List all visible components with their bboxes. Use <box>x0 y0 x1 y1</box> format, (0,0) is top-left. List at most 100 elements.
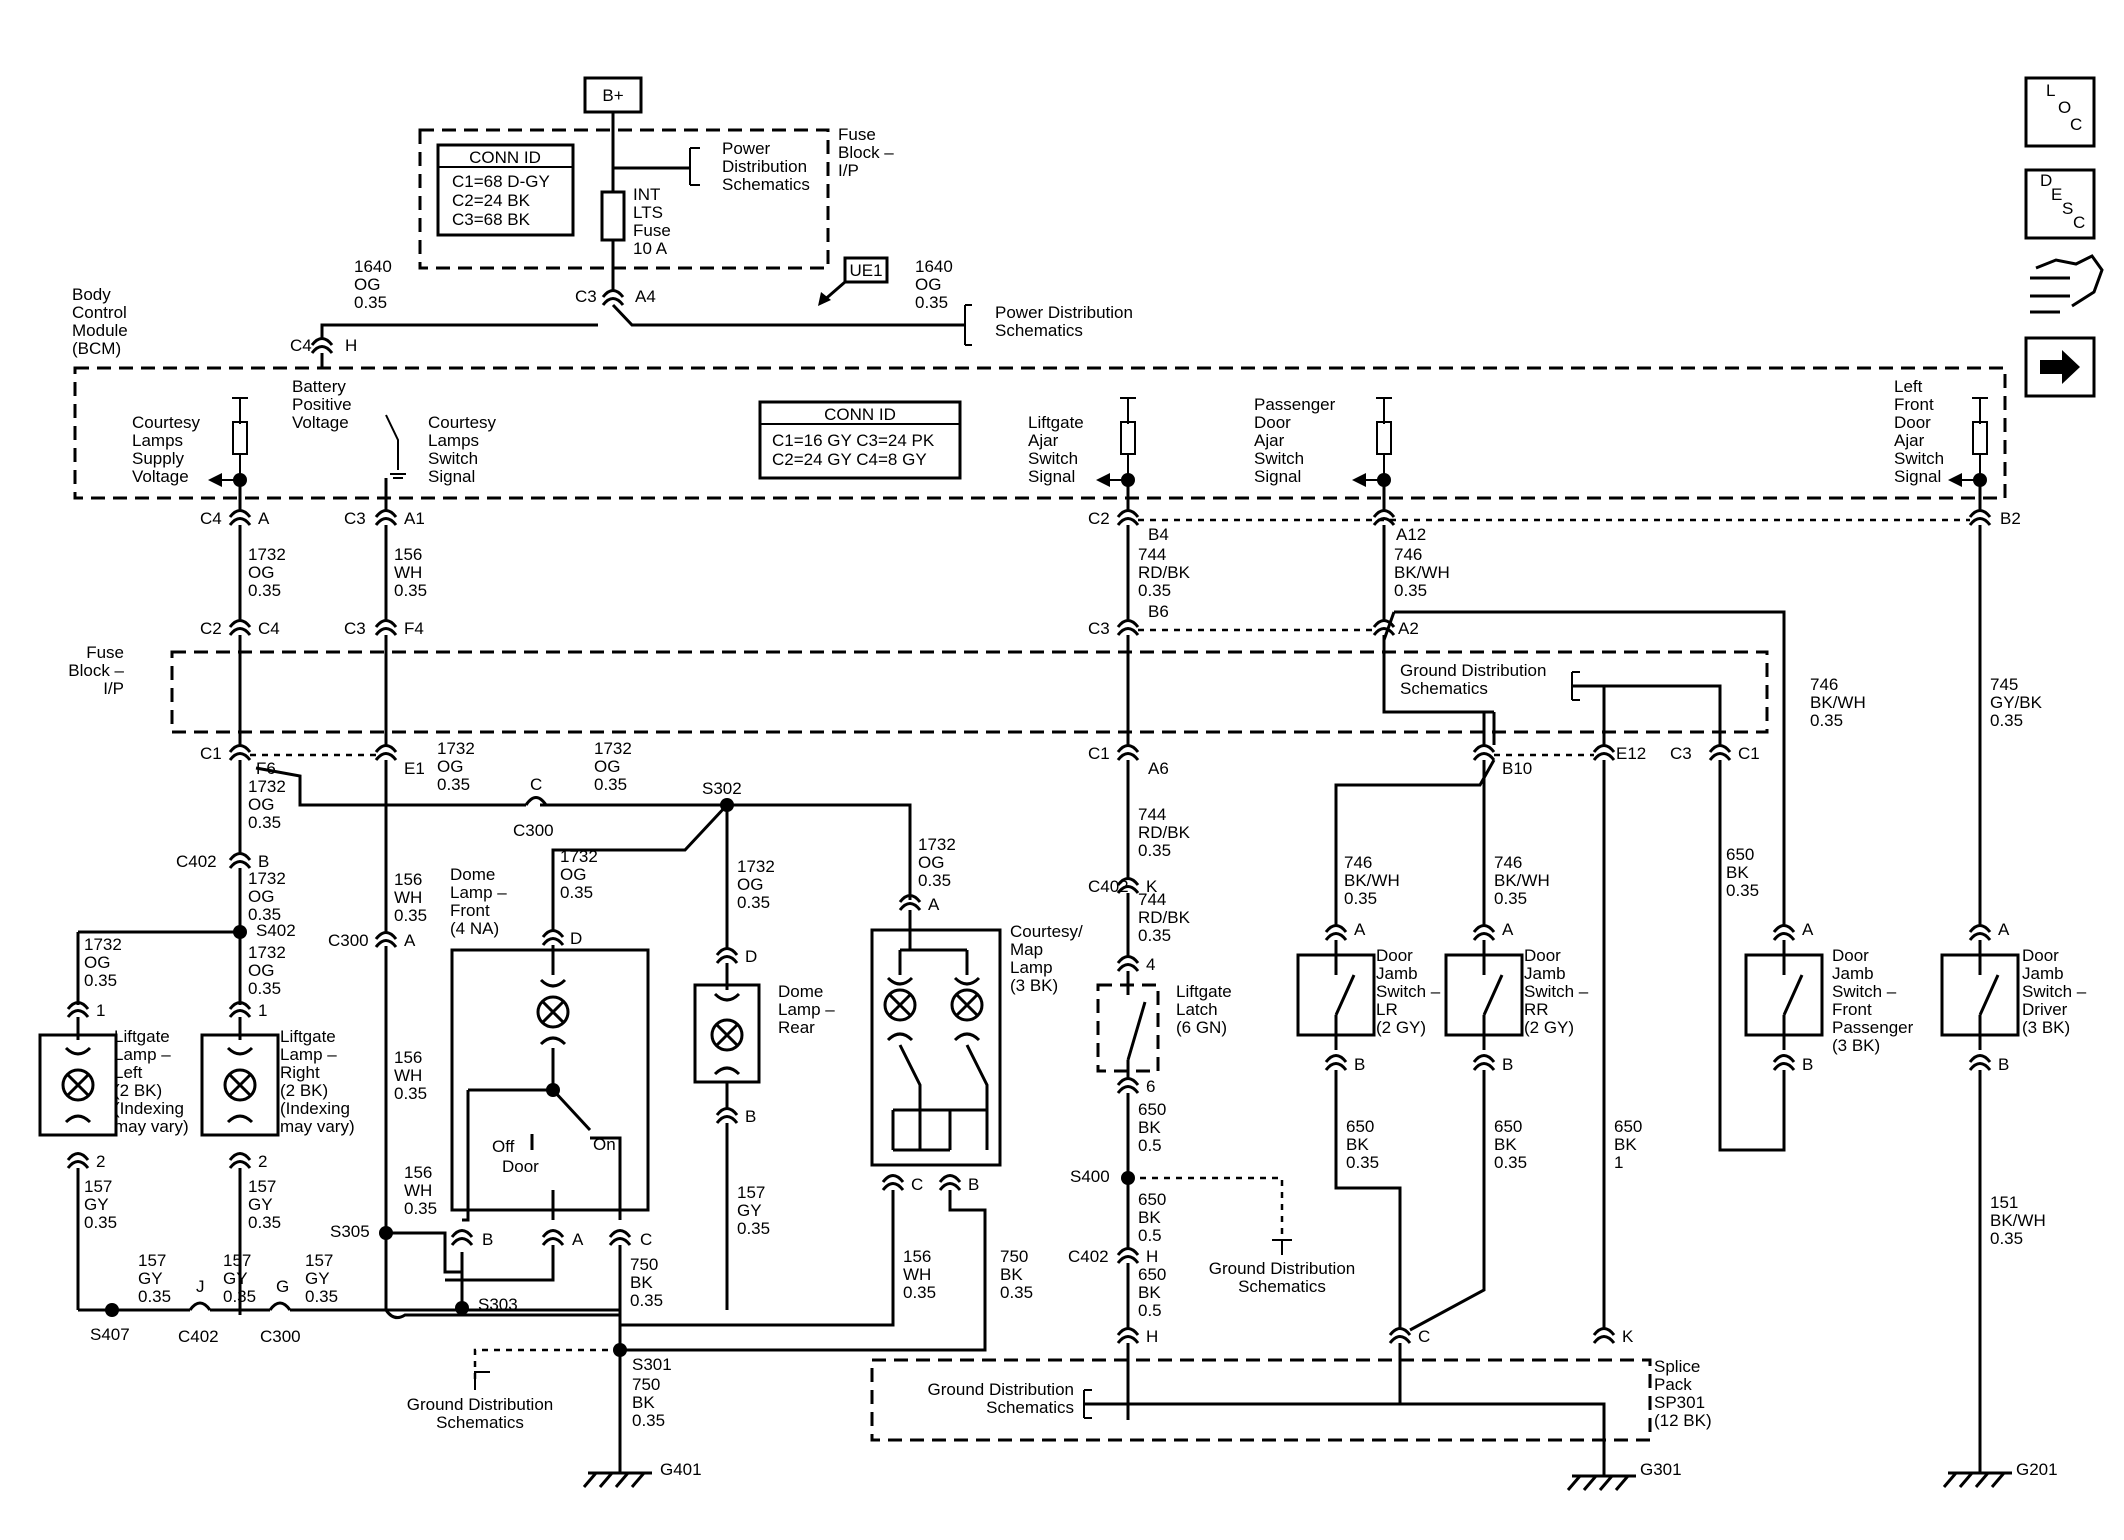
label: B <box>1998 1055 2009 1074</box>
label: CONN ID <box>469 148 541 167</box>
label-line: INT <box>633 185 660 204</box>
label-line: WH <box>394 563 422 582</box>
label-line: OG <box>248 795 274 814</box>
connector <box>1372 627 1396 636</box>
label-line: (Indexing <box>280 1099 350 1118</box>
label-line: Switch <box>1254 449 1304 468</box>
dome-lamp-front <box>450 948 650 1212</box>
label-line: Front <box>1832 1000 1872 1019</box>
label-line: Ground Distribution <box>1209 1259 1355 1278</box>
label-line: Voltage <box>292 413 349 432</box>
connector-c4 <box>310 337 334 346</box>
label-line: 157 <box>138 1251 166 1270</box>
label-line: Jamb <box>2022 964 2064 983</box>
label: A4 <box>635 287 656 306</box>
resistor-icon <box>232 421 248 455</box>
label-line: 0.35 <box>1726 881 1759 900</box>
label-line: Ajar <box>1894 431 1925 450</box>
label: C402 <box>176 852 217 871</box>
connector <box>1372 619 1396 628</box>
label-line: 650 <box>1614 1117 1642 1136</box>
label-line: Block – <box>68 661 124 680</box>
connector <box>374 744 398 753</box>
label-line: Body <box>72 285 111 304</box>
connector <box>228 860 252 869</box>
label-line: 0.35 <box>560 883 593 902</box>
connector <box>1116 627 1140 636</box>
label: A <box>928 895 940 914</box>
connector <box>1116 963 1140 972</box>
label: K <box>1146 877 1158 896</box>
label: C402 <box>178 1327 219 1346</box>
label-line: Lamp – <box>114 1045 171 1064</box>
splice-dot <box>455 1301 469 1315</box>
label-line: C2=24 BK <box>452 191 531 210</box>
connector <box>1592 1327 1616 1336</box>
label-line: BK <box>1138 1283 1161 1302</box>
label-line: 1732 <box>248 777 286 796</box>
label-line: Schematics <box>1400 679 1488 698</box>
label-line: 156 <box>903 1247 931 1266</box>
bulb-icon <box>710 1018 744 1052</box>
label-line: 0.5 <box>1138 1136 1162 1155</box>
label-line: Signal <box>1894 467 1941 486</box>
connector <box>881 1174 905 1183</box>
connector <box>1388 1335 1412 1344</box>
connector <box>374 517 398 526</box>
connector <box>228 517 252 526</box>
arrow-right-icon <box>2040 350 2080 384</box>
connector <box>938 1182 962 1191</box>
liftgate-lamp <box>38 1033 118 1137</box>
label-line: Splice <box>1654 1357 1700 1376</box>
label-line: Schematics <box>722 175 810 194</box>
label: 6 <box>1146 1077 1155 1096</box>
wire <box>713 992 741 1002</box>
label-line: Lamp – <box>450 883 507 902</box>
label-line: OG <box>560 865 586 884</box>
label-line: 0.35 <box>1344 889 1377 908</box>
label-line: Door <box>2022 946 2059 965</box>
label: C3 <box>1088 619 1110 638</box>
label-line: Schematics <box>995 321 1083 340</box>
connector <box>1116 877 1140 886</box>
label-line: 157 <box>305 1251 333 1270</box>
connector-c3 <box>601 289 625 298</box>
wire <box>462 1090 470 1222</box>
label-line: GY <box>223 1269 248 1288</box>
label: B4 <box>1148 525 1169 544</box>
label-line: 151 <box>1990 1193 2018 1212</box>
label-line: 0.35 <box>594 775 627 794</box>
connector <box>1116 744 1140 753</box>
wire <box>473 1348 620 1380</box>
label-line: WH <box>394 1066 422 1085</box>
connector <box>1372 517 1396 526</box>
ground-icon <box>582 1472 598 1488</box>
label-line: 0.35 <box>1990 1229 2023 1248</box>
label-line: 0.35 <box>248 979 281 998</box>
label: A <box>1354 920 1366 939</box>
label-line: Switch <box>1894 449 1944 468</box>
label: C2 <box>200 619 222 638</box>
bplus-label: B+ <box>602 86 623 105</box>
loc-button <box>2024 76 2096 148</box>
label: 1 <box>96 1001 105 1020</box>
label-line: 744 <box>1138 805 1166 824</box>
label: S303 <box>478 1295 518 1314</box>
bulb-icon <box>223 1068 257 1102</box>
label-line: 0.35 <box>248 813 281 832</box>
label: C <box>911 1175 923 1194</box>
label: A2 <box>1398 619 1419 638</box>
connector <box>66 1152 90 1161</box>
wire <box>1128 1176 1284 1240</box>
label-line: Positive <box>292 395 352 414</box>
